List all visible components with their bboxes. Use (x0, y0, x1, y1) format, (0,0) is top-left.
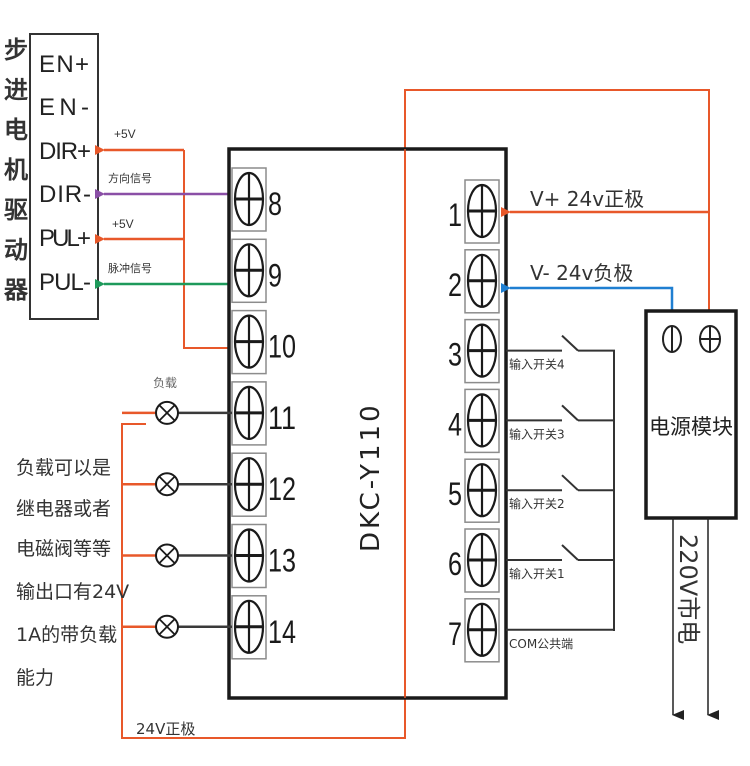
left-terminal-strip: 8 9 10 11 12 13 14 (231, 167, 296, 660)
driver-title-char: 步 (4, 36, 28, 64)
terminal-1[interactable]: 1 (448, 179, 500, 244)
terminal-5[interactable]: 5 (448, 458, 500, 523)
driver-title-char: 驱 (4, 196, 28, 224)
power-input-wires: V+ 24v正极 V- 24v负极 (501, 187, 709, 312)
driver-title-char: 器 (3, 276, 29, 304)
wire-v-minus (501, 283, 674, 312)
right-terminal-strip: 1 2 3 4 5 6 7 (448, 179, 500, 663)
power-module-negative-terminal (662, 325, 682, 353)
switch-contact-icon (561, 474, 579, 491)
input-label: COM公共端 (509, 637, 573, 651)
terminal-9[interactable]: 9 (231, 238, 282, 304)
input-label: 输入开关2 (509, 496, 565, 511)
input-6: 输入开关1 (506, 544, 615, 581)
mains-label: 220V市电 (674, 534, 702, 644)
load-lamp-11 (122, 400, 232, 425)
load-description-line: 继电器或者 (16, 498, 111, 520)
load-label: 负载 (153, 376, 177, 390)
load-description-line: 能力 (16, 667, 54, 689)
wire-label-pul-plus: +5V (112, 217, 134, 231)
load-description-line: 1A的带负载 (16, 624, 117, 646)
terminal-8[interactable]: 8 (231, 167, 282, 232)
input-label: 输入开关1 (509, 566, 565, 581)
power-module: 电源模块 220V市电 (644, 309, 738, 720)
terminal-number: 7 (448, 616, 462, 652)
terminal-14[interactable]: 14 (231, 595, 296, 660)
load-lamp-13 (122, 543, 232, 568)
loads: 负载 (122, 376, 232, 639)
input-label: 输入开关3 (509, 426, 565, 441)
input-7: COM公共端 (506, 628, 615, 651)
driver-wires: +5V 方向信号 +5V 脉冲信号 (95, 127, 230, 349)
switch-contact-icon (561, 334, 579, 352)
terminal-number: 14 (268, 614, 296, 650)
terminal-number: 10 (268, 329, 296, 365)
terminal-2[interactable]: 2 (448, 249, 500, 314)
terminal-number: 9 (268, 257, 282, 293)
driver-title-char: 进 (4, 76, 28, 104)
label-v-plus: V+ 24v正极 (530, 187, 644, 211)
terminal-4[interactable]: 4 (448, 388, 500, 454)
terminal-11[interactable]: 11 (231, 381, 296, 446)
wire-label-dir-minus: 方向信号 (108, 171, 152, 185)
switch-contact-icon (561, 544, 579, 561)
terminal-13[interactable]: 13 (231, 523, 296, 589)
load-description-line: 负载可以是 (16, 457, 111, 479)
controller-box (227, 147, 508, 700)
driver-box (29, 33, 99, 320)
driver-pin-dir-minus: DIR- (39, 181, 91, 208)
load-description-line: 输出口有24V (16, 581, 129, 603)
terminal-number: 12 (268, 471, 296, 507)
terminal-6[interactable]: 6 (448, 528, 500, 593)
load-description-line: 电磁阀等等 (16, 538, 111, 560)
driver-title: 步 进 电 机 驱 动 器 (3, 36, 36, 304)
driver-pin-en-plus: EN+ (39, 51, 89, 78)
terminal-number: 4 (448, 406, 462, 442)
power-module-box (644, 309, 738, 520)
power-module-positive-terminal (699, 325, 721, 353)
input-3: 输入开关4 (506, 334, 615, 372)
terminal-number: 1 (448, 197, 462, 233)
driver-pin-pul-minus: PUL- (39, 269, 91, 296)
terminal-number: 6 (448, 546, 462, 582)
driver-title-char: 动 (4, 236, 28, 264)
controller-model: DKC-Y110 (356, 402, 386, 552)
driver-title-char: 机 (4, 156, 28, 184)
terminal-number: 3 (448, 337, 462, 373)
power-module-title: 电源模块 (649, 415, 733, 439)
wire-5v-bus (183, 150, 230, 349)
load-description: 负载可以是 继电器或者 电磁阀等等 输出口有24V 1A的带负载 能力 (16, 457, 135, 689)
label-v-minus: V- 24v负极 (530, 261, 633, 285)
terminal-3[interactable]: 3 (448, 318, 500, 384)
wire-24v-supply-loop (121, 89, 710, 739)
load-lamp-12 (122, 472, 232, 497)
terminal-12[interactable]: 12 (231, 452, 296, 517)
driver-pin-pul-plus: PUL+ (39, 225, 91, 252)
driver-pin-dir-plus: DIR+ (39, 138, 91, 165)
wire-label-pul-minus: 脉冲信号 (108, 261, 152, 275)
driver-pins: EN+ EN- DIR+ DIR- PUL+ PUL- (39, 51, 91, 296)
terminal-10[interactable]: 10 (231, 309, 296, 375)
terminal-7[interactable]: 7 (448, 598, 500, 663)
driver-title-char: 电 (4, 116, 28, 144)
input-4: 输入开关3 (506, 404, 615, 441)
wire-label-dir-plus: +5V (114, 127, 136, 141)
terminal-number: 8 (268, 186, 282, 222)
stepper-driver: 步 进 电 机 驱 动 器 EN+ EN- DIR+ DIR- PUL+ PUL… (3, 33, 99, 320)
terminal-number: 13 (268, 543, 296, 579)
supply-label: 24V正极 (136, 720, 195, 738)
input-label: 输入开关4 (509, 357, 565, 372)
terminal-number: 5 (448, 476, 462, 512)
load-lamp-14 (122, 614, 232, 639)
terminal-number: 11 (268, 400, 296, 436)
terminal-number: 2 (448, 267, 462, 303)
input-5: 输入开关2 (506, 474, 615, 511)
driver-pin-en-minus: EN- (39, 94, 89, 121)
switch-contact-icon (561, 404, 579, 422)
